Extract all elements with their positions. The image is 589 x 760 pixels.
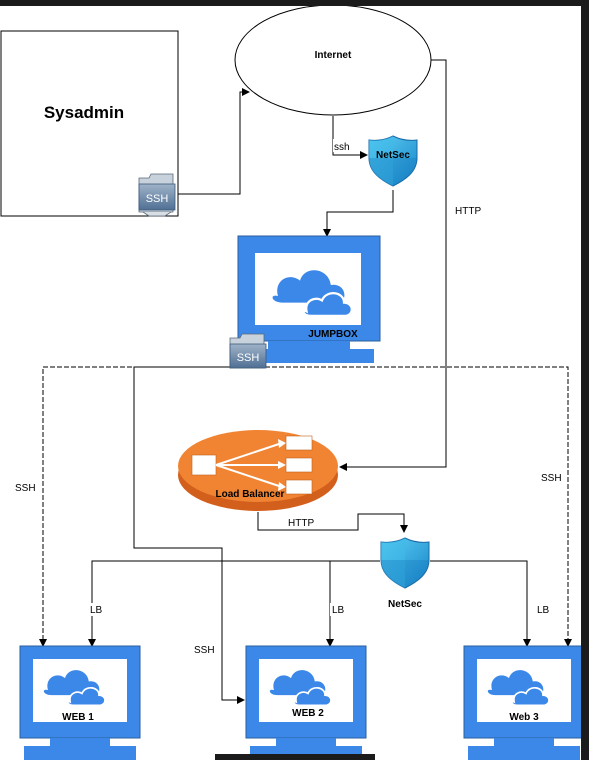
netsec-mid-label: NetSec — [388, 599, 422, 610]
lb-label-web1: LB — [90, 605, 103, 616]
edge-jumpbox-web2 — [133, 366, 245, 704]
edge-netsec-web1 — [88, 560, 380, 647]
edge-jumpbox-ssh-right — [230, 366, 572, 647]
ssh-icon-text-jumpbox: SSH — [237, 352, 260, 364]
load-balancer-node[interactable]: Load Balancer — [178, 430, 338, 511]
load-balancer-label: Load Balancer — [216, 489, 285, 500]
edge-jumpbox-ssh-left — [39, 366, 230, 647]
http-label-lb: HTTP — [288, 518, 314, 529]
shield-icon — [380, 537, 430, 589]
ssh-folder-icon: SSH — [138, 173, 176, 217]
network-diagram: Sysadmin SSH Internet ssh HTTP SSH SSH H… — [0, 6, 589, 760]
lb-label-web2: LB — [332, 605, 345, 616]
ssh-folder-icon-jumpbox: SSH — [229, 333, 267, 369]
web2-label: WEB 2 — [292, 708, 324, 719]
window-edge-right — [581, 6, 589, 760]
internet-label: Internet — [315, 50, 352, 61]
http-label-right: HTTP — [455, 206, 481, 217]
connectors — [39, 59, 572, 704]
ssh-icon-text: SSH — [146, 193, 169, 205]
web1-label: WEB 1 — [62, 712, 94, 723]
edge-netsec-jumpbox — [323, 190, 394, 237]
jumpbox-label: JUMPBOX — [308, 329, 358, 340]
lb-label-web3: LB — [537, 605, 550, 616]
shield-icon — [368, 135, 418, 187]
ssh-label-left: SSH — [15, 483, 36, 494]
jumpbox-node[interactable]: JUMPBOX — [237, 235, 381, 363]
ssh-label-right: SSH — [541, 473, 562, 484]
web2-node[interactable]: WEB 2 — [245, 645, 367, 760]
edge-netsec-web3 — [430, 560, 531, 647]
web3-node[interactable]: Web 3 — [463, 645, 585, 760]
edge-lb-netsec — [257, 512, 408, 533]
ssh-label-top: ssh — [334, 142, 350, 153]
edge-internet-netsec — [332, 116, 368, 159]
ssh-label-web2: SSH — [194, 645, 215, 656]
internet-node[interactable]: Internet — [234, 6, 432, 116]
edge-labels: ssh HTTP SSH SSH HTTP LB LB LB SSH — [14, 139, 566, 656]
netsec-top-label: NetSec — [376, 150, 410, 161]
sysadmin-label: Sysadmin — [44, 103, 124, 122]
diagram-svg: Sysadmin SSH Internet ssh HTTP SSH SSH H… — [0, 6, 585, 760]
netsec-top-node[interactable]: NetSec — [368, 135, 418, 187]
web1-node[interactable]: WEB 1 — [19, 645, 141, 760]
window-edge-bottom — [215, 754, 375, 760]
edge-netsec-web2 — [326, 560, 380, 647]
edge-internet-loadbalancer — [339, 59, 447, 471]
web3-label: Web 3 — [509, 712, 539, 723]
netsec-mid-node[interactable]: NetSec — [380, 537, 430, 610]
edge-sysadmin-internet — [178, 88, 250, 195]
